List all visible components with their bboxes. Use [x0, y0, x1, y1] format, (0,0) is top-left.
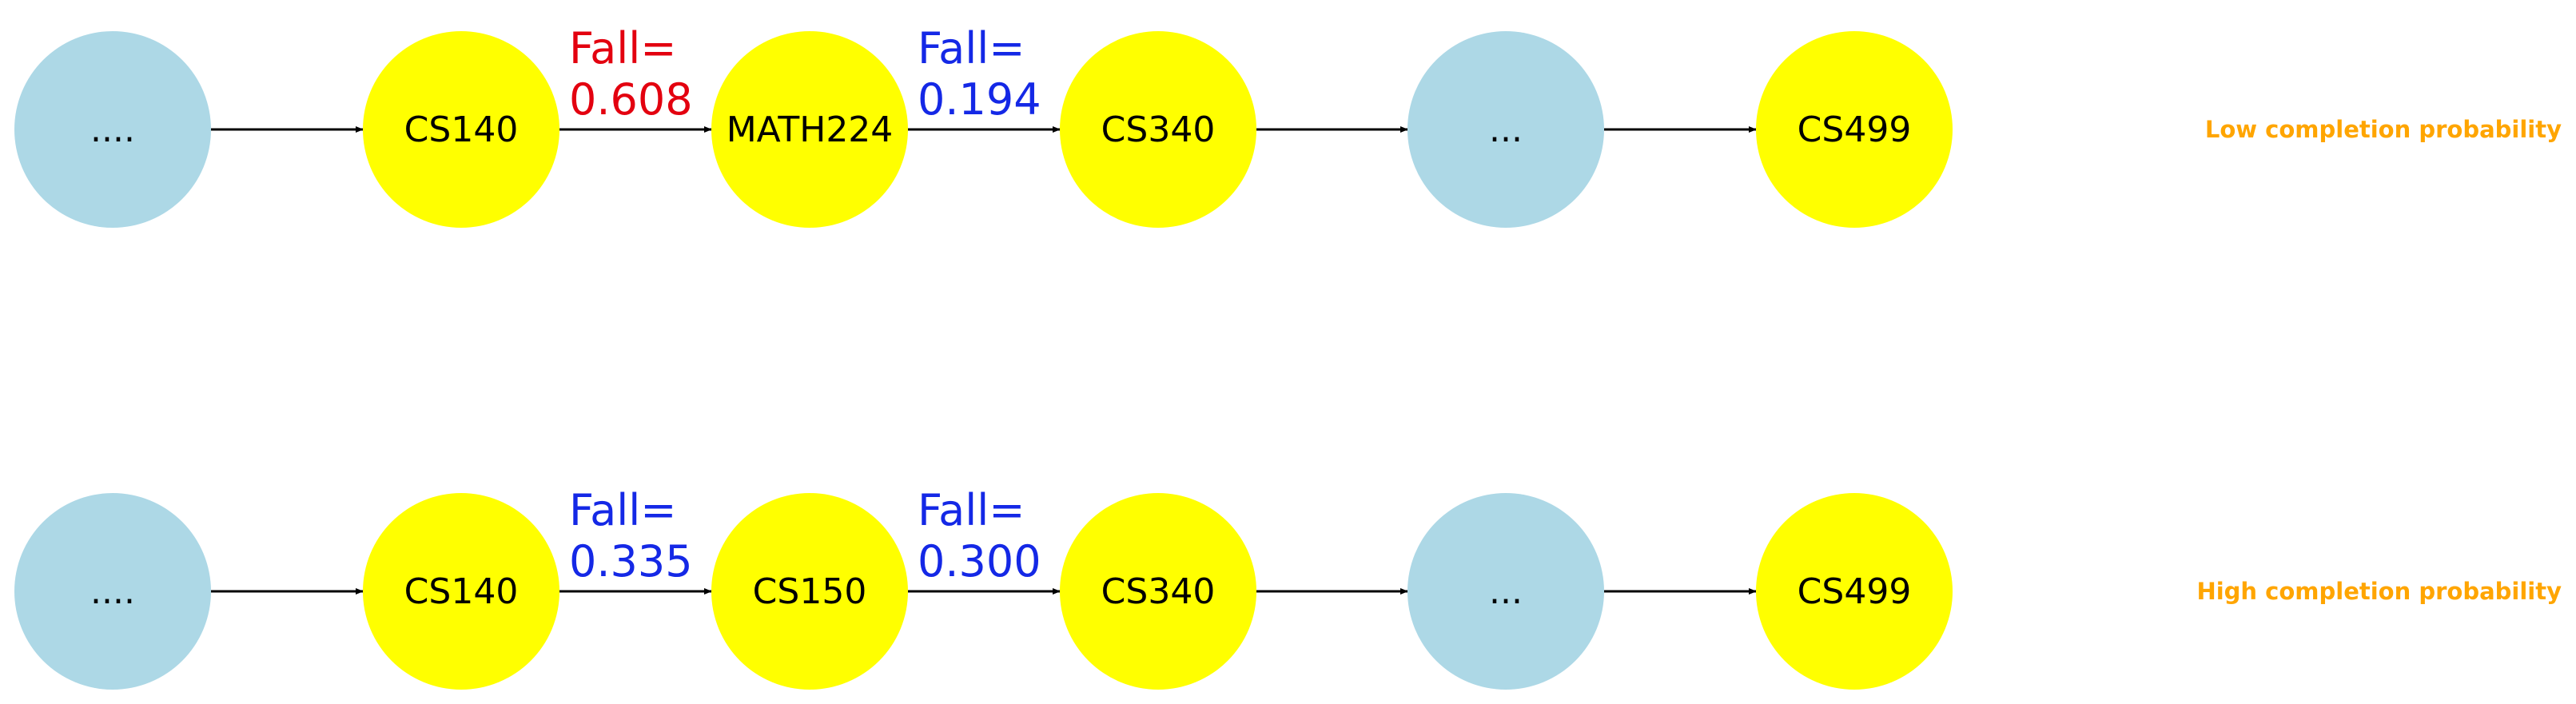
course-node [711, 493, 908, 690]
course-node-label: MATH224 [727, 109, 894, 150]
course-node-label: CS150 [753, 571, 867, 612]
course-node [1060, 31, 1256, 228]
placeholder-node [14, 31, 211, 228]
edge-label-value: 0.335 [569, 536, 693, 587]
placeholder-node [1407, 493, 1604, 690]
edge-label-title: Fall= [918, 485, 1025, 535]
edge-label-value: 0.300 [918, 536, 1041, 587]
course-node-label: CS340 [1101, 109, 1216, 150]
edge-label-value: 0.194 [918, 74, 1041, 125]
edge-label-value: 0.608 [569, 74, 693, 125]
row-caption: Low completion probability [2205, 116, 2562, 143]
placeholder-node-label: ... [1489, 109, 1523, 150]
edge-label-title: Fall= [918, 23, 1025, 74]
placeholder-node [1407, 31, 1604, 228]
course-node-label: CS140 [404, 109, 519, 150]
placeholder-node [14, 493, 211, 690]
course-node [711, 31, 908, 228]
course-node [363, 493, 559, 690]
course-node [363, 31, 559, 228]
edge-label-title: Fall= [569, 23, 676, 74]
edge-label-title: Fall= [569, 485, 676, 535]
course-node-label: CS499 [1798, 571, 1912, 612]
course-node-label: CS499 [1798, 109, 1912, 150]
course-node-label: CS140 [404, 571, 519, 612]
course-node-label: CS340 [1101, 571, 1216, 612]
course-node [1060, 493, 1256, 690]
placeholder-node-label: .... [90, 109, 135, 150]
placeholder-node-label: ... [1489, 571, 1523, 612]
course-node [1756, 493, 1953, 690]
placeholder-node-label: .... [90, 571, 135, 612]
row-caption: High completion probability [2196, 578, 2562, 605]
course-node [1756, 31, 1953, 228]
